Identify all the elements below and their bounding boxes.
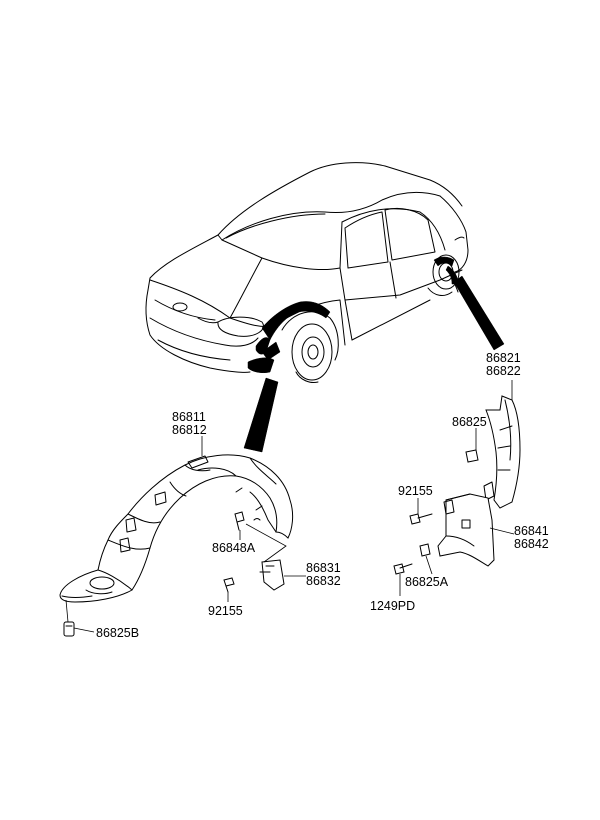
label-front-clip: 86848A [212, 541, 256, 555]
front-wheel-liner [59, 454, 294, 603]
rear-nut-86825A [419, 543, 431, 557]
front-mudguard [259, 559, 285, 591]
front-rivet-86825B [63, 621, 75, 637]
front-screw-92155 [223, 577, 235, 593]
label-front-mudguard-b: 86832 [306, 574, 341, 588]
leader-lines [65, 380, 515, 633]
label-rear-liner-b: 86822 [486, 364, 521, 378]
label-rear-screw: 86825 [452, 415, 487, 429]
label-rear-liner-a: 86821 [486, 351, 521, 365]
car-illustration [145, 162, 505, 453]
label-rear-nut: 86825A [405, 575, 449, 589]
label-front-liner-b: 86812 [172, 423, 207, 437]
label-rear-mudguard-a: 86841 [514, 524, 549, 538]
label-front-mudguard-a: 86831 [306, 561, 341, 575]
label-front-rivet: 86825B [96, 626, 139, 640]
label-front-screw: 92155 [208, 604, 243, 618]
label-rear-mudguard-b: 86842 [514, 537, 549, 551]
label-rear-pd: 1249PD [370, 599, 415, 613]
front-pointer-wedge [243, 377, 279, 453]
rear-pointer-wedge [453, 275, 505, 351]
rear-screw-86825 [465, 449, 479, 463]
rear-bolt-92155 [409, 513, 433, 525]
label-rear-bolt: 92155 [398, 484, 433, 498]
label-front-liner-a: 86811 [172, 410, 206, 424]
rear-mudguard [437, 493, 495, 567]
rear-wheel-liner [483, 395, 521, 509]
front-clip-86848A [234, 511, 245, 531]
rear-bolt-1249PD [393, 563, 413, 575]
